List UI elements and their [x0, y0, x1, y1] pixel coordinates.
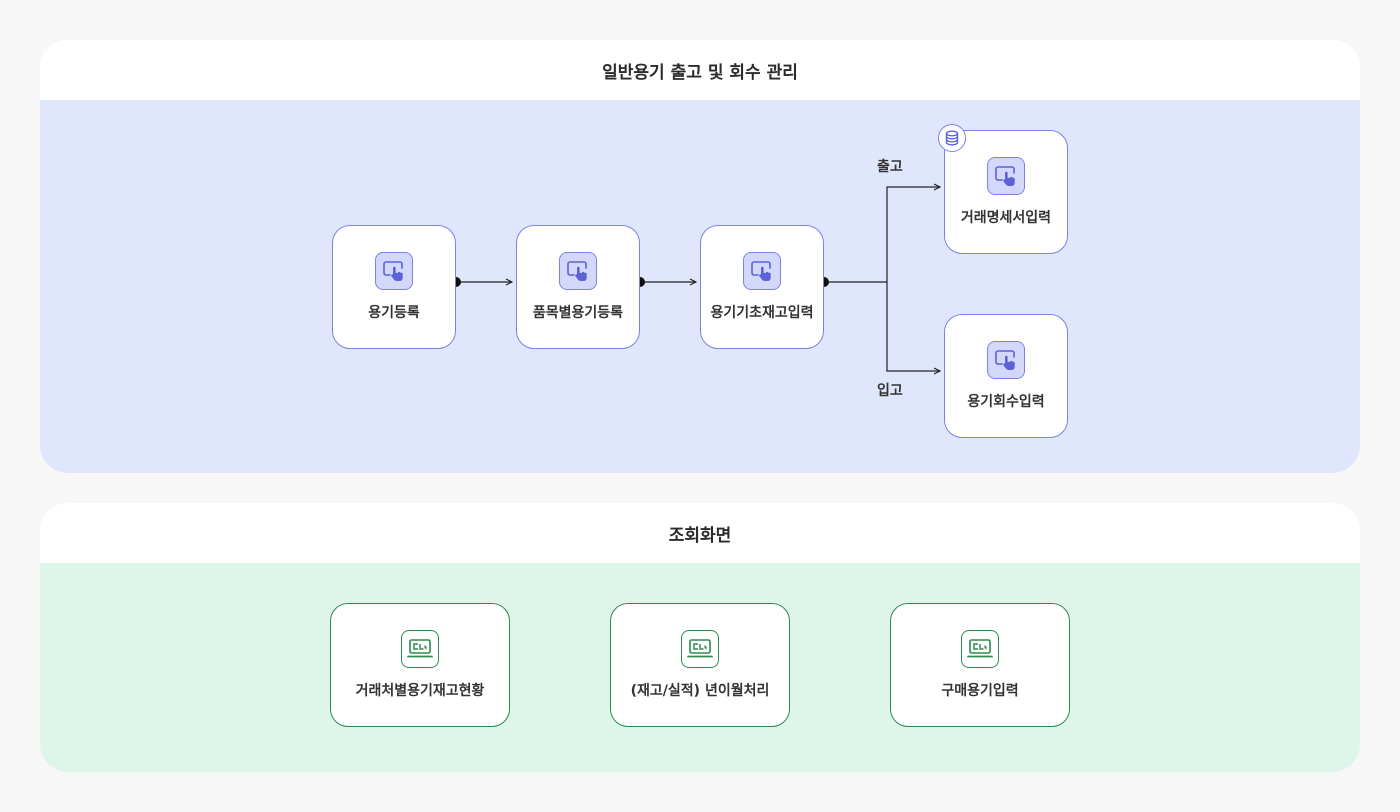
monitor-icon — [681, 630, 719, 668]
flow-panel-title: 일반용기 출고 및 회수 관리 — [40, 40, 1360, 100]
touch-screen-icon — [743, 252, 781, 290]
touch-screen-icon — [987, 157, 1025, 195]
view-panel-title: 조회화면 — [40, 503, 1360, 563]
touch-screen-icon — [375, 252, 413, 290]
monitor-icon — [961, 630, 999, 668]
node-label: 용기기초재고입력 — [710, 305, 814, 321]
node-label: 거래처별용기재고현황 — [355, 683, 485, 699]
node-container-return-entry[interactable]: 용기회수입력 — [944, 314, 1068, 438]
flow-panel: 일반용기 출고 및 회수 관리 — [40, 40, 1360, 473]
node-initial-stock-entry[interactable]: 용기기초재고입력 — [700, 225, 824, 349]
touch-screen-icon — [559, 252, 597, 290]
view-panel: 조회화면 — [40, 503, 1360, 772]
outbound-label: 출고 — [877, 159, 903, 175]
node-label: (재고/실적) 년이월처리 — [630, 683, 770, 699]
monitor-icon — [401, 630, 439, 668]
database-icon — [938, 124, 966, 152]
node-label: 품목별용기등록 — [532, 305, 624, 321]
view-node-client-stock-status[interactable]: 거래처별용기재고현황 — [330, 603, 510, 727]
node-label: 용기회수입력 — [967, 394, 1045, 410]
view-node-purchase-container-entry[interactable]: 구매용기입력 — [890, 603, 1070, 727]
node-container-register[interactable]: 용기등록 — [332, 225, 456, 349]
node-label: 거래명세서입력 — [960, 210, 1052, 226]
inbound-label: 입고 — [877, 383, 903, 399]
node-label: 용기등록 — [368, 305, 420, 321]
node-item-container-register[interactable]: 품목별용기등록 — [516, 225, 640, 349]
view-node-year-carryover[interactable]: (재고/실적) 년이월처리 — [610, 603, 790, 727]
node-label: 구매용기입력 — [941, 683, 1019, 699]
touch-screen-icon — [987, 341, 1025, 379]
node-statement-entry[interactable]: 거래명세서입력 — [938, 124, 1068, 254]
